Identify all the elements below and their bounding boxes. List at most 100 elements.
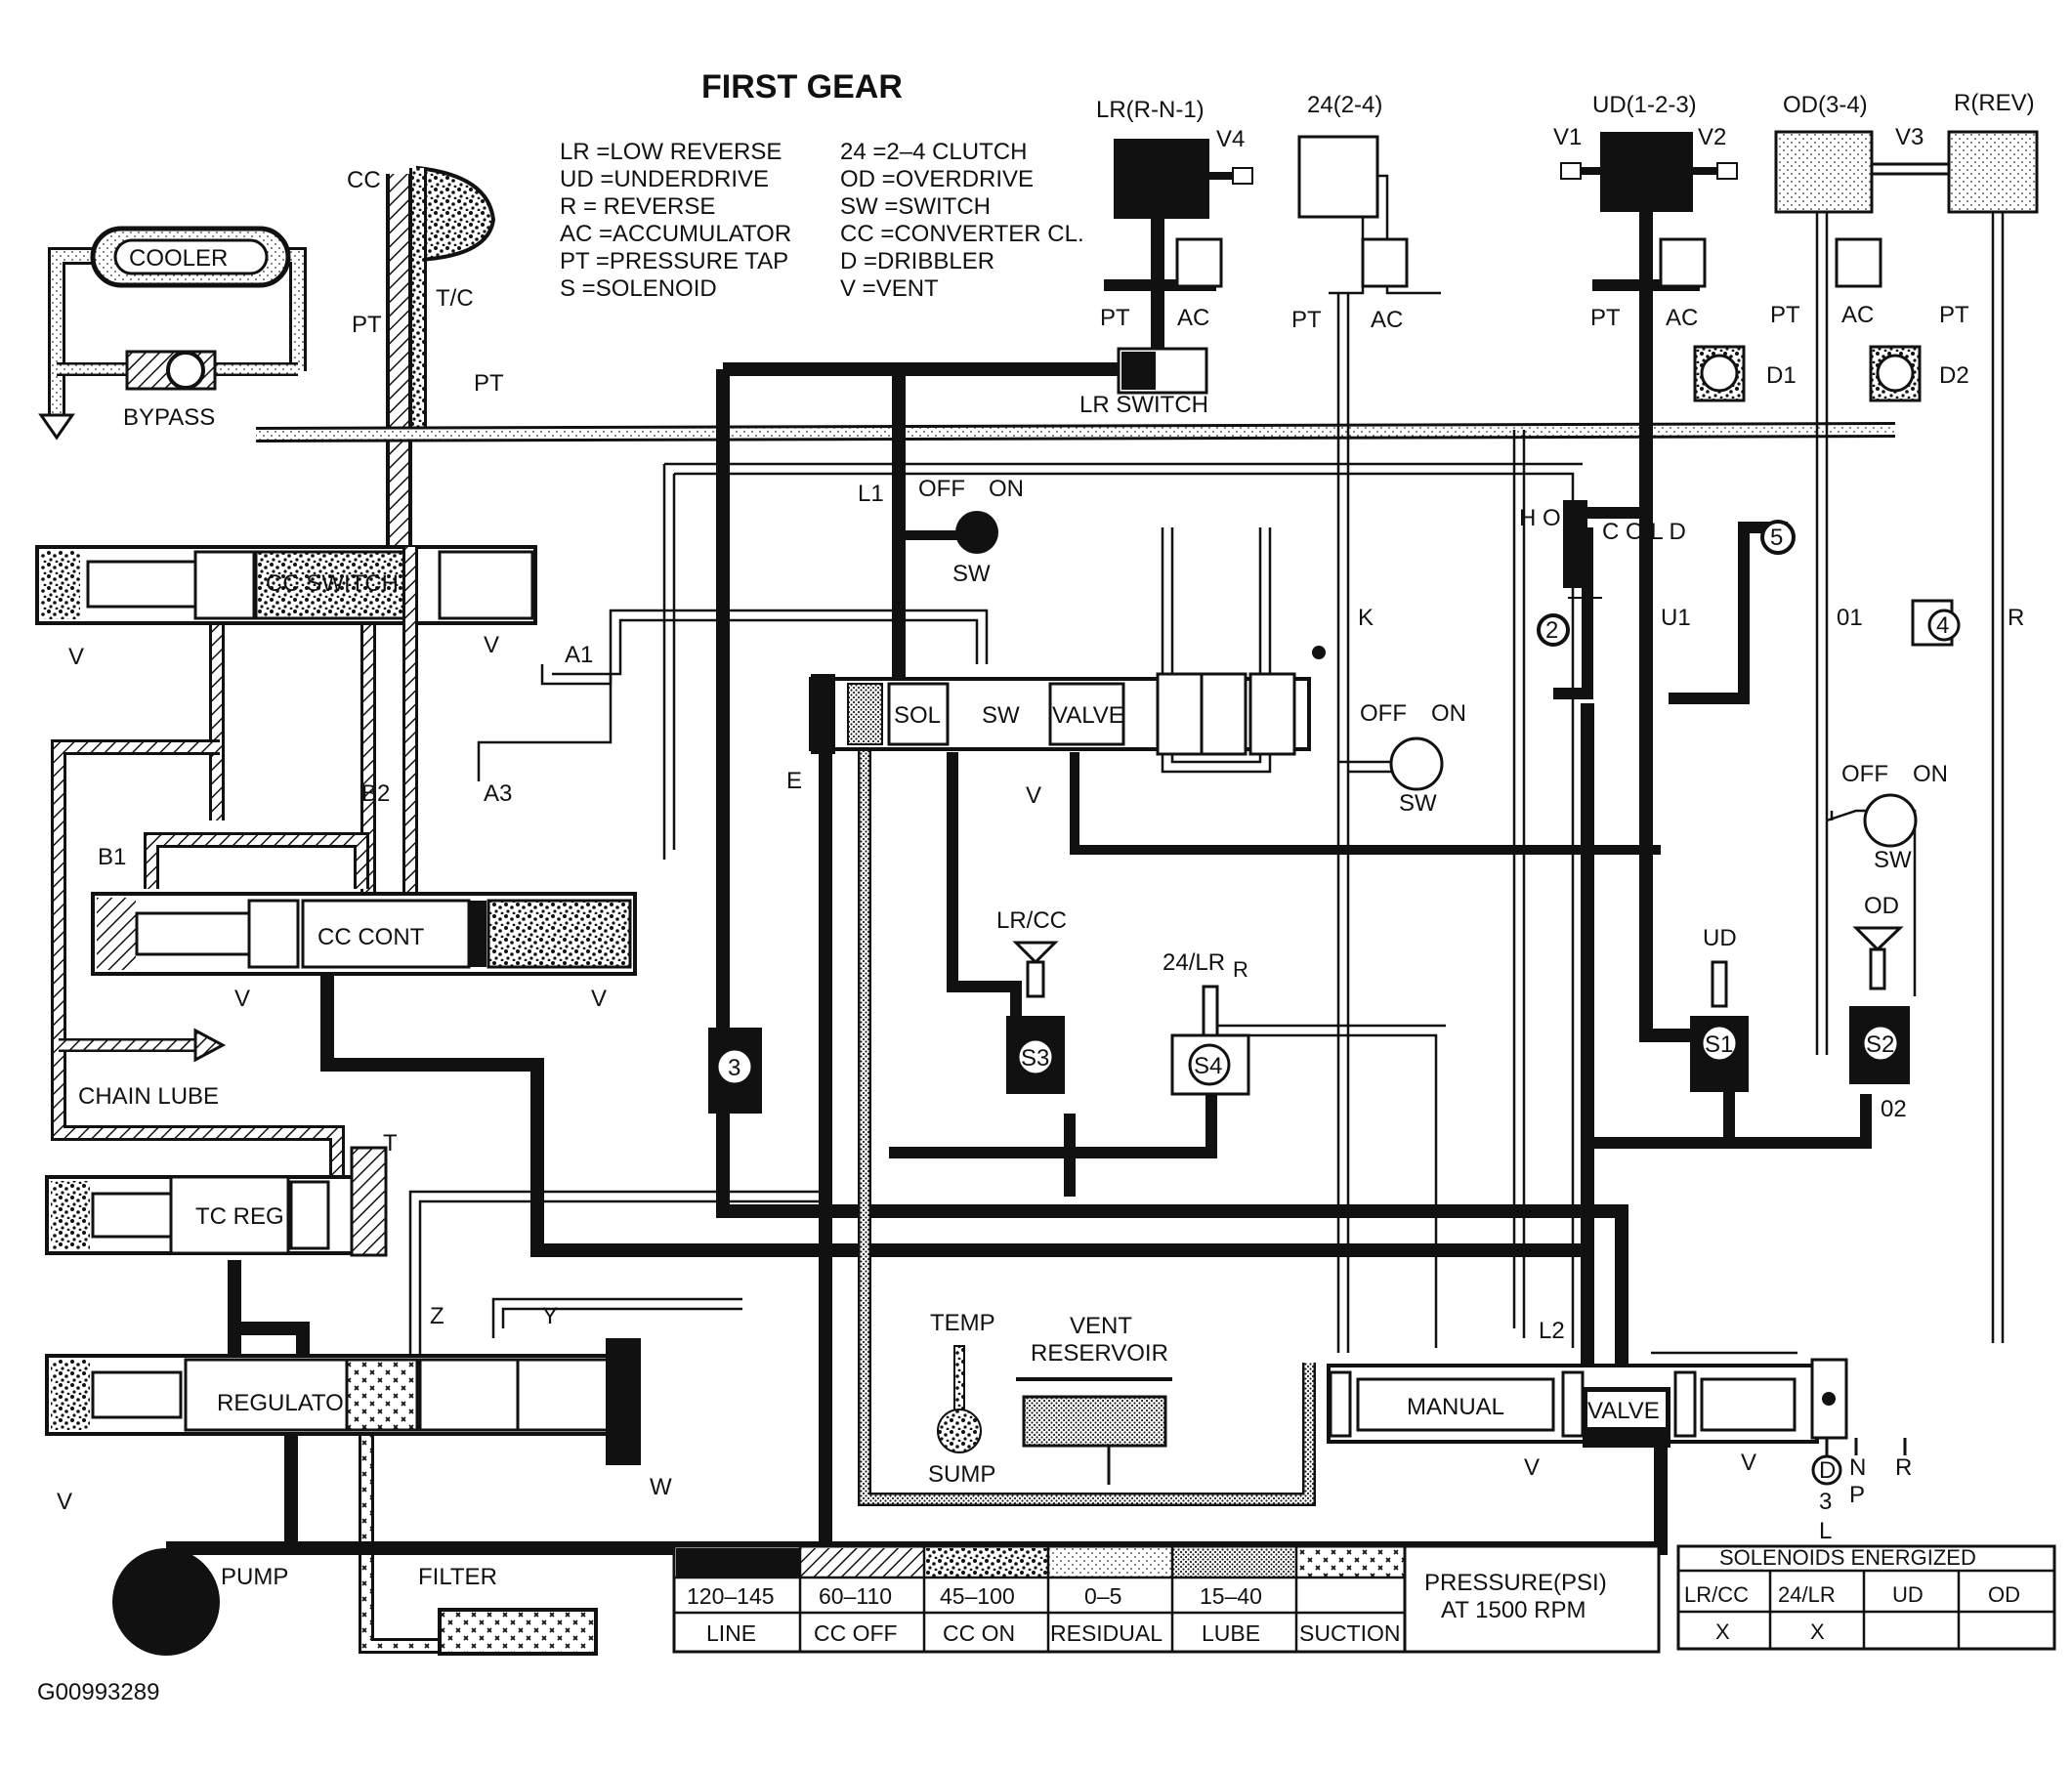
- legend-swatch-line: [676, 1548, 800, 1578]
- ac-ud: AC: [1666, 305, 1698, 331]
- thermometer-icon: [953, 1345, 965, 1420]
- sump-area: TEMP SUMP VENT RESERVOIR: [928, 1310, 1172, 1488]
- valve-label: VALVE: [1052, 702, 1124, 729]
- l2-label: L2: [1539, 1318, 1565, 1344]
- s4-sub-label: R: [1233, 957, 1248, 982]
- e-label: E: [786, 768, 802, 794]
- solenoid-s3: LR/CC S3: [996, 907, 1067, 1094]
- vent-manual-1: V: [1524, 1454, 1540, 1481]
- abbrev-ac: AC =ACCUMULATOR: [560, 221, 791, 247]
- legend-range-2: 45–100: [940, 1583, 1015, 1609]
- cc-label: CC: [347, 167, 381, 193]
- legend-swatch-ccoff: [800, 1548, 924, 1578]
- s2-top-label: OD: [1864, 893, 1899, 919]
- a1-label: A1: [565, 642, 593, 668]
- ac-lr: AC: [1177, 305, 1209, 331]
- legend-range-4: 15–40: [1200, 1583, 1262, 1609]
- cc-switch-label: CC SWITCH: [266, 570, 399, 597]
- sw-valve-label: SW: [982, 702, 1020, 729]
- legend-swatch-ccon: [924, 1548, 1048, 1578]
- s3-top-label: LR/CC: [996, 907, 1067, 934]
- clutch-24: 24(2-4) PT AC K: [1291, 92, 1409, 631]
- shift-d: D: [1819, 1457, 1836, 1484]
- regulator-label: REGULATOR: [217, 1390, 360, 1416]
- pt-24: PT: [1291, 307, 1322, 333]
- od-rev-clutches: OD(3-4) R(REV) V3 PT AC PT D2 01 R 4: [1770, 90, 2039, 647]
- od-clutch-box: [1774, 130, 1874, 214]
- temp-label: TEMP: [930, 1310, 995, 1336]
- shift-p: P: [1849, 1482, 1865, 1508]
- abbrev-lr: LR =LOW REVERSE: [560, 139, 782, 165]
- sw1-off-label: OFF: [918, 476, 965, 502]
- rev-clutch-label: R(REV): [1954, 90, 2035, 116]
- cc-switch-valve: CC SWITCH V V A1: [35, 545, 593, 670]
- s4-top-label: 24/LR: [1163, 949, 1225, 976]
- vent-label: VENT: [1070, 1313, 1132, 1339]
- table-value-1: X: [1810, 1620, 1825, 1644]
- a3-label: A3: [484, 780, 512, 807]
- sw2-off-label: OFF: [1360, 700, 1407, 727]
- switch-1-icon: [955, 511, 998, 554]
- cooler-circuit: COOLER BYPASS CC T/C PT PT: [38, 165, 504, 547]
- clutch-24-box: [1297, 135, 1379, 219]
- cc-cont-valve: CC CONT V V: [91, 892, 637, 1012]
- table-title: SOLENOIDS ENERGIZED: [1719, 1545, 1976, 1570]
- legend-name-5: SUCTION: [1299, 1620, 1401, 1646]
- abbrev-od: OD =OVERDRIVE: [840, 166, 1034, 192]
- pt-cc: PT: [352, 312, 382, 338]
- bypass-label: BYPASS: [123, 404, 215, 431]
- s3-label: S3: [1021, 1045, 1049, 1072]
- b2-label: B2: [361, 780, 390, 807]
- num-5-label: 5: [1770, 525, 1783, 551]
- r-label: R: [2008, 605, 2024, 631]
- pt-rev: PT: [1939, 302, 1969, 328]
- cooler-label: COOLER: [129, 245, 228, 272]
- s4-label: S4: [1194, 1053, 1222, 1079]
- pump-filter: PUMP FILTER: [112, 1436, 598, 1656]
- shift-positions: D N R 3 P L: [1811, 1438, 1912, 1544]
- thermal-valve: H O T C O L D 2 U1 5: [1519, 500, 1796, 647]
- s2-label: S2: [1866, 1031, 1894, 1058]
- ud-clutch-label: UD(1-2-3): [1592, 92, 1697, 118]
- sol-label: SOL: [894, 702, 941, 729]
- pt-tc: PT: [474, 370, 504, 397]
- num-3-label: 3: [728, 1055, 740, 1081]
- o1-label: 01: [1837, 605, 1863, 631]
- v4-label: V4: [1216, 126, 1245, 152]
- shift-r: R: [1895, 1454, 1912, 1481]
- vent-sol-valve: V: [1026, 782, 1041, 809]
- legend-swatch-lube: [1172, 1548, 1296, 1578]
- legend-range-3: 0–5: [1084, 1583, 1121, 1609]
- sw3-label: SW: [1874, 847, 1912, 873]
- pt-lr: PT: [1100, 305, 1130, 331]
- sw2-on-label: ON: [1431, 700, 1466, 727]
- torque-converter: [416, 165, 496, 263]
- num-2-label: 2: [1545, 617, 1558, 644]
- tc-reg-label: TC REG: [195, 1203, 284, 1230]
- table-value-0: X: [1715, 1620, 1730, 1644]
- abbrev-ud: UD =UNDERDRIVE: [560, 166, 769, 192]
- shift-n: N: [1849, 1454, 1866, 1481]
- rev-clutch-box: [1947, 130, 2039, 214]
- s1-top-label: UD: [1703, 925, 1737, 951]
- sw1-label: SW: [952, 561, 991, 587]
- drain-arrow-icon: [38, 413, 75, 441]
- v3-label: V3: [1895, 124, 1924, 150]
- legend-range-0: 120–145: [687, 1583, 775, 1609]
- k-label: K: [1358, 605, 1374, 631]
- legend-range-1: 60–110: [819, 1583, 892, 1609]
- s1-label: S1: [1705, 1031, 1733, 1058]
- sump-label: SUMP: [928, 1461, 995, 1488]
- od-clutch-label: OD(3-4): [1783, 92, 1868, 118]
- regulator-valve: REGULATOR V Z Y W: [45, 1303, 672, 1515]
- d2-label: D2: [1939, 362, 1969, 389]
- legend-pressure-1: PRESSURE(PSI): [1424, 1570, 1607, 1596]
- y-label: Y: [542, 1303, 558, 1329]
- sw2-label: SW: [1399, 790, 1437, 817]
- manual-valve: MANUAL VALVE V V L2: [1327, 1318, 1848, 1481]
- table-header-2: UD: [1892, 1582, 1924, 1607]
- lr-switch-label: LR SWITCH: [1079, 392, 1208, 418]
- abbreviation-key: LR =LOW REVERSE UD =UNDERDRIVE R = REVER…: [560, 139, 1084, 302]
- line-pressure-paths: [166, 186, 1872, 1555]
